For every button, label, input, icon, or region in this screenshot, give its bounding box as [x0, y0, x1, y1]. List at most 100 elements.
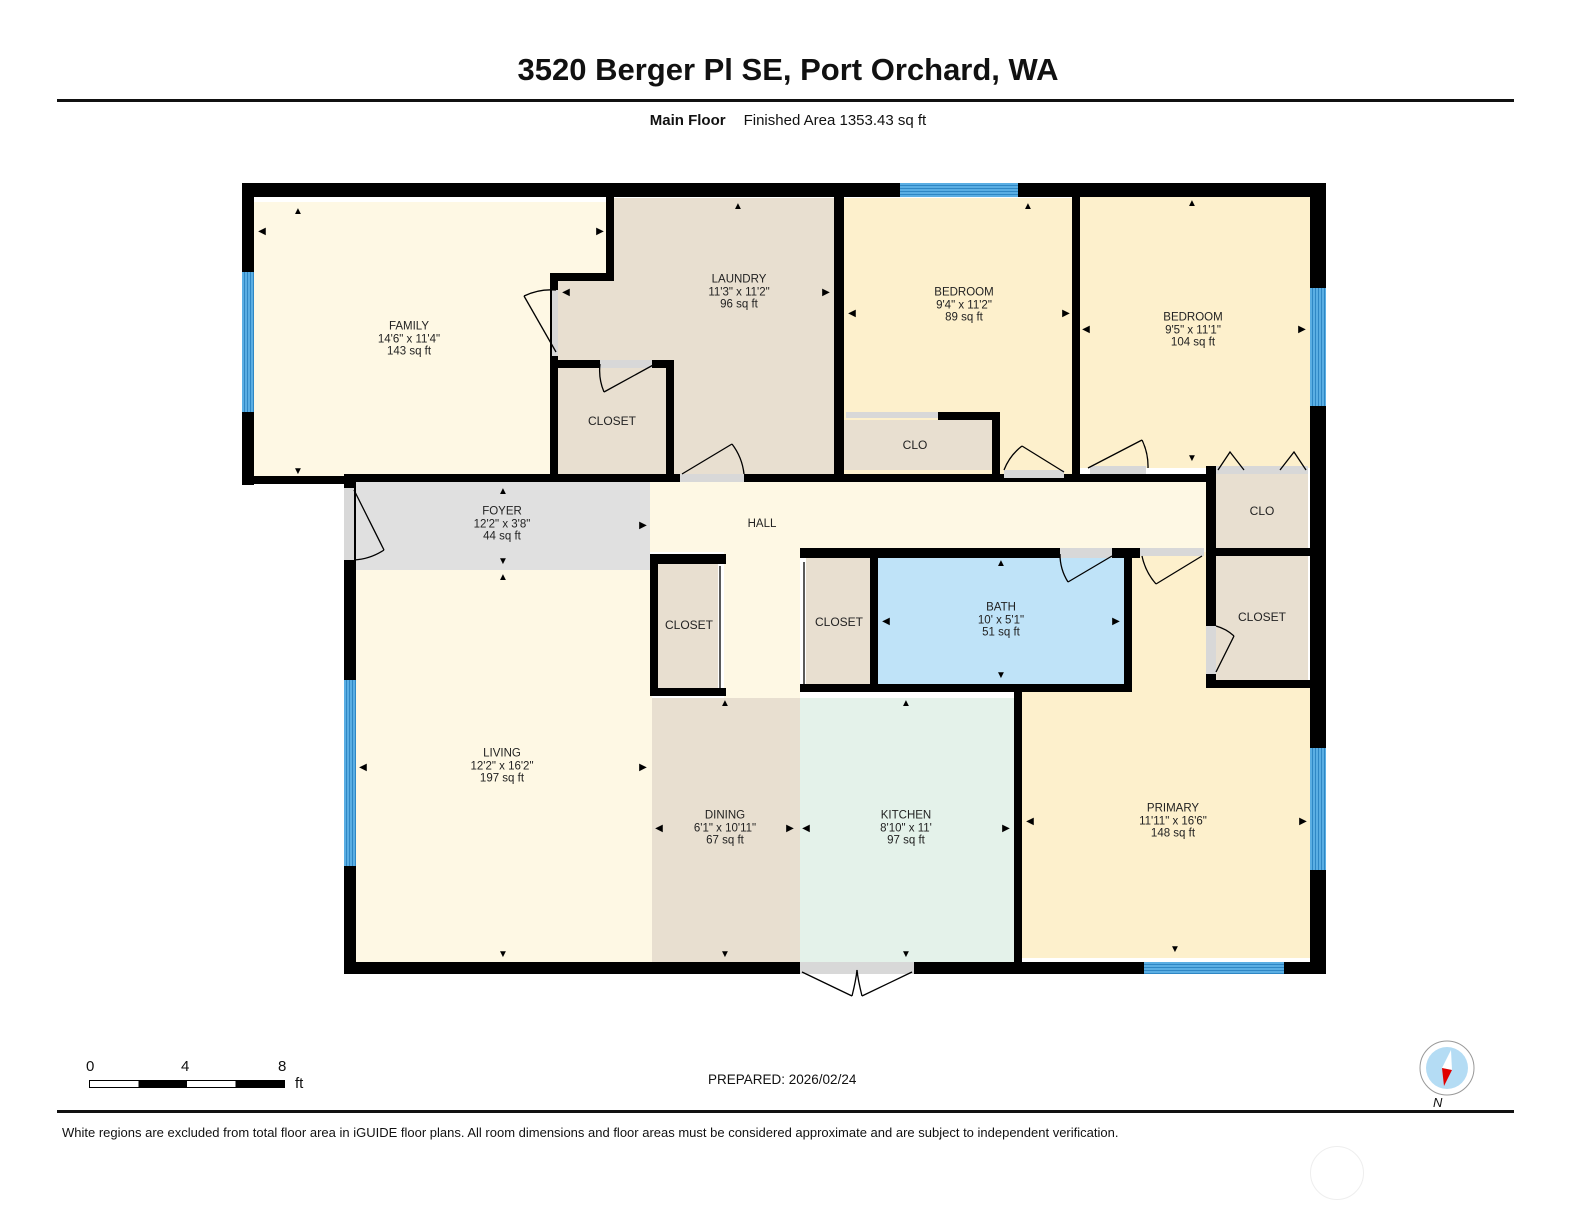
dimension-arrow: ◀ [359, 762, 367, 773]
dimension-arrow: ▲ [293, 206, 303, 217]
room-area: 104 sq ft [1170, 336, 1216, 349]
door-opening [680, 474, 744, 482]
prepared-date: PREPARED: 2026/02/24 [708, 1072, 857, 1087]
room-kitchen [800, 698, 1018, 964]
dimension-arrow: ▶ [639, 520, 647, 531]
room-name: CLOSET [664, 617, 714, 632]
door-opening [1060, 548, 1112, 558]
room-name: PRIMARY [1146, 802, 1200, 815]
room-name: CLOSET [1237, 609, 1287, 624]
wall [1206, 680, 1318, 688]
scale-tick-0: 0 [86, 1058, 95, 1075]
dimension-arrow: ▶ [1112, 616, 1120, 627]
scale-bar-graphic [89, 1080, 285, 1088]
room-clo-bedroom-1 [842, 420, 992, 470]
dimension-arrow: ▶ [596, 226, 604, 237]
wall [1206, 548, 1318, 556]
label-family: FAMILY 14'6" x 11'4" 143 sq ft [378, 320, 440, 358]
wall [650, 554, 726, 564]
wall [938, 412, 998, 420]
label-laundry: LAUNDRY 11'3" x 11'2" 96 sq ft [708, 273, 769, 311]
dimension-arrow: ▶ [822, 287, 830, 298]
room-name: KITCHEN [880, 809, 932, 822]
wall [870, 548, 878, 690]
room-foyer [354, 482, 650, 570]
room-bath [878, 558, 1126, 684]
label-closet-hall-west: CLOSET [665, 619, 713, 632]
room-closet-laundry [558, 368, 668, 474]
dimension-arrow: ◀ [1082, 324, 1090, 335]
room-dining [652, 698, 800, 964]
wall [800, 548, 1060, 558]
dimension-arrow: ▲ [733, 201, 743, 212]
dimension-arrow: ◀ [655, 823, 663, 834]
label-bath: BATH 10' x 5'1" 51 sq ft [978, 601, 1024, 639]
label-hall: HALL [748, 518, 777, 531]
dimension-arrow: ▼ [720, 949, 730, 960]
dimension-arrow: ▲ [1187, 198, 1197, 209]
room-name: BEDROOM [1163, 311, 1223, 324]
dimension-arrow: ◀ [848, 308, 856, 319]
room-dims: 8'10" x 11' [880, 821, 932, 834]
dimension-arrow: ◀ [562, 287, 570, 298]
label-bedroom-2: BEDROOM 9'5" x 11'1" 104 sq ft [1163, 311, 1222, 349]
door-opening [1090, 466, 1146, 474]
room-name: CLOSET [587, 413, 637, 428]
room-clo-hall-east [1216, 474, 1308, 550]
wall [1014, 688, 1022, 964]
room-name: BATH [986, 601, 1016, 614]
wall [1124, 548, 1132, 692]
page-title: 3520 Berger Pl SE, Port Orchard, WA [517, 52, 1059, 87]
window [344, 680, 356, 866]
dimension-arrow: ▶ [639, 762, 647, 773]
room-area: 96 sq ft [720, 298, 758, 311]
wall [1206, 466, 1216, 688]
wall [666, 360, 674, 478]
door-opening [846, 412, 938, 418]
room-area: 51 sq ft [982, 626, 1020, 639]
dimension-arrow: ▼ [293, 466, 303, 477]
wall [650, 688, 726, 696]
room-living [354, 570, 652, 964]
dimension-arrow: ▶ [1299, 816, 1307, 827]
door-opening [1216, 466, 1308, 474]
wall [606, 197, 614, 277]
wall [550, 273, 614, 281]
room-name: LAUNDRY [711, 273, 767, 286]
wall [992, 412, 1000, 478]
dimension-arrow: ◀ [802, 823, 810, 834]
wall [242, 183, 1326, 197]
room-area: 197 sq ft [479, 772, 525, 785]
dimension-arrow: ▲ [996, 558, 1006, 569]
dimension-arrow: ◀ [882, 616, 890, 627]
footer-disclaimer: White regions are excluded from total fl… [62, 1125, 1119, 1140]
room-area: 143 sq ft [386, 345, 432, 358]
room-name: DINING [704, 809, 746, 822]
finished-area: Finished Area 1353.43 sq ft [743, 112, 927, 129]
door-opening [1004, 470, 1064, 478]
dimension-arrow: ▶ [786, 823, 794, 834]
compass-icon [1419, 1040, 1475, 1096]
compass-north-label: N [1433, 1095, 1443, 1110]
label-living: LIVING 12'2" x 16'2" 197 sq ft [470, 747, 533, 785]
floor-name: Main Floor [649, 112, 726, 129]
room-name: HALL [747, 517, 777, 530]
dimension-arrow: ▲ [720, 698, 730, 709]
watermark-icon [1310, 1146, 1364, 1200]
door-opening [600, 360, 652, 368]
label-closet-primary: CLOSET [1238, 611, 1286, 624]
wall [1072, 183, 1080, 478]
wall [344, 474, 1212, 482]
wall [550, 273, 558, 478]
room-name: FAMILY [388, 320, 430, 333]
room-name: CLO [902, 437, 928, 452]
dimension-arrow: ▶ [1062, 308, 1070, 319]
dimension-arrow: ▼ [901, 949, 911, 960]
wall [834, 183, 844, 478]
door-opening [1140, 548, 1204, 556]
room-dims: 6'1" x 10'11" [693, 821, 757, 834]
dimension-arrow: ▲ [498, 486, 508, 497]
floor-summary: Main Floor Finished Area 1353.43 sq ft [0, 112, 1576, 129]
room-hall-stem [724, 552, 800, 698]
room-dims: 9'4" x 11'2" [936, 298, 992, 311]
